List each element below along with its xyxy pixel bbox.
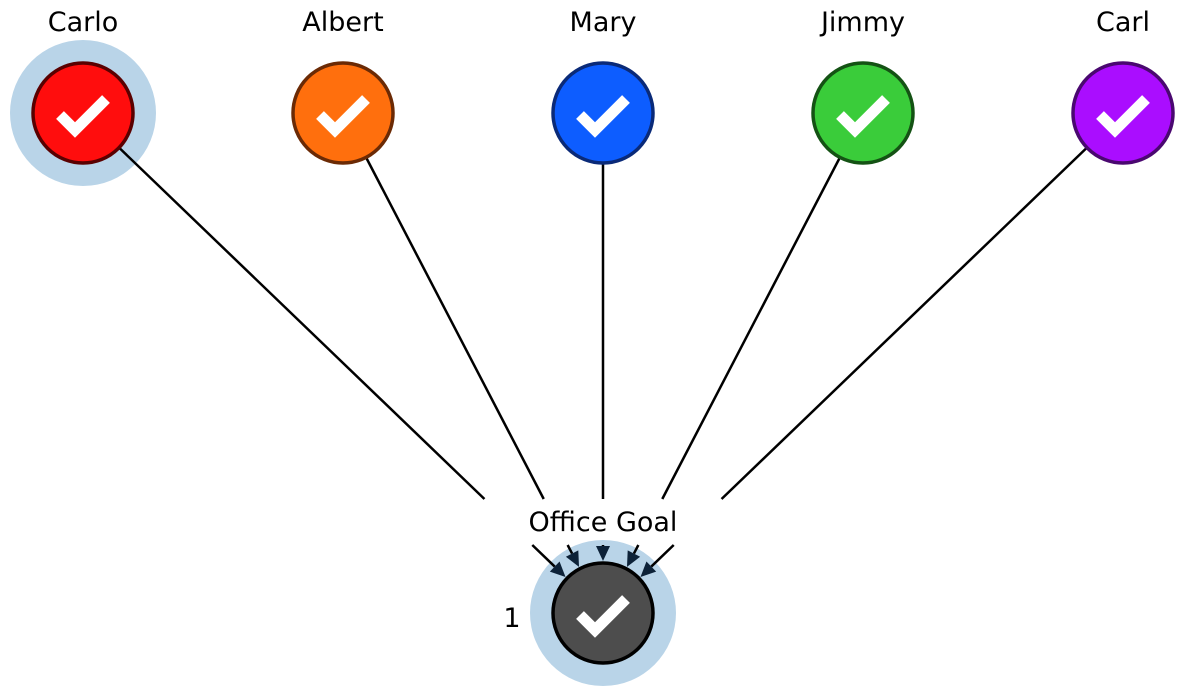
edge-segment bbox=[650, 544, 675, 568]
member-carlo-circle bbox=[31, 61, 135, 165]
edge-layer bbox=[118, 146, 1088, 568]
member-carl-node[interactable] bbox=[1071, 61, 1175, 165]
arrowhead-albert bbox=[565, 550, 580, 567]
arrowhead-carlo bbox=[549, 561, 566, 577]
member-carlo-node[interactable] bbox=[31, 61, 135, 165]
edge-segment bbox=[566, 544, 574, 555]
member-label-mary: Mary bbox=[570, 7, 637, 38]
edge-segment bbox=[720, 146, 1088, 500]
check-icon bbox=[1096, 95, 1150, 138]
node-layer bbox=[31, 61, 1175, 665]
check-icon bbox=[56, 95, 110, 138]
goal-rank-label: 1 bbox=[503, 603, 520, 634]
arrowhead-carl bbox=[640, 561, 657, 577]
member-albert-node[interactable] bbox=[291, 61, 395, 165]
member-jimmy-node[interactable] bbox=[811, 61, 915, 165]
member-albert-circle bbox=[291, 61, 395, 165]
edge-albert-to-goal bbox=[364, 156, 574, 555]
check-icon bbox=[316, 95, 370, 138]
edge-segment bbox=[531, 544, 556, 568]
member-mary-node[interactable] bbox=[551, 61, 655, 165]
member-label-carlo: Carlo bbox=[48, 7, 119, 38]
edge-carlo-to-goal bbox=[118, 146, 556, 568]
edge-segment bbox=[632, 544, 640, 555]
goal-node[interactable] bbox=[551, 561, 655, 665]
member-label-jimmy: Jimmy bbox=[819, 7, 905, 38]
arrowhead-mary bbox=[596, 546, 610, 561]
member-jimmy-circle bbox=[811, 61, 915, 165]
edge-carl-to-goal bbox=[650, 146, 1088, 568]
check-icon bbox=[836, 95, 890, 138]
check-icon bbox=[576, 95, 630, 138]
goal-circle bbox=[551, 561, 655, 665]
edge-segment bbox=[661, 156, 842, 500]
edge-jimmy-to-goal bbox=[632, 156, 842, 555]
member-label-carl: Carl bbox=[1096, 7, 1150, 38]
goal-label: Office Goal bbox=[529, 507, 678, 538]
check-icon bbox=[576, 595, 630, 638]
arrowhead-layer bbox=[549, 546, 657, 577]
member-label-albert: Albert bbox=[302, 7, 383, 38]
member-mary-circle bbox=[551, 61, 655, 165]
member-carl-circle bbox=[1071, 61, 1175, 165]
edge-segment bbox=[364, 156, 545, 500]
arrowhead-jimmy bbox=[626, 550, 641, 567]
edge-segment bbox=[118, 146, 486, 500]
